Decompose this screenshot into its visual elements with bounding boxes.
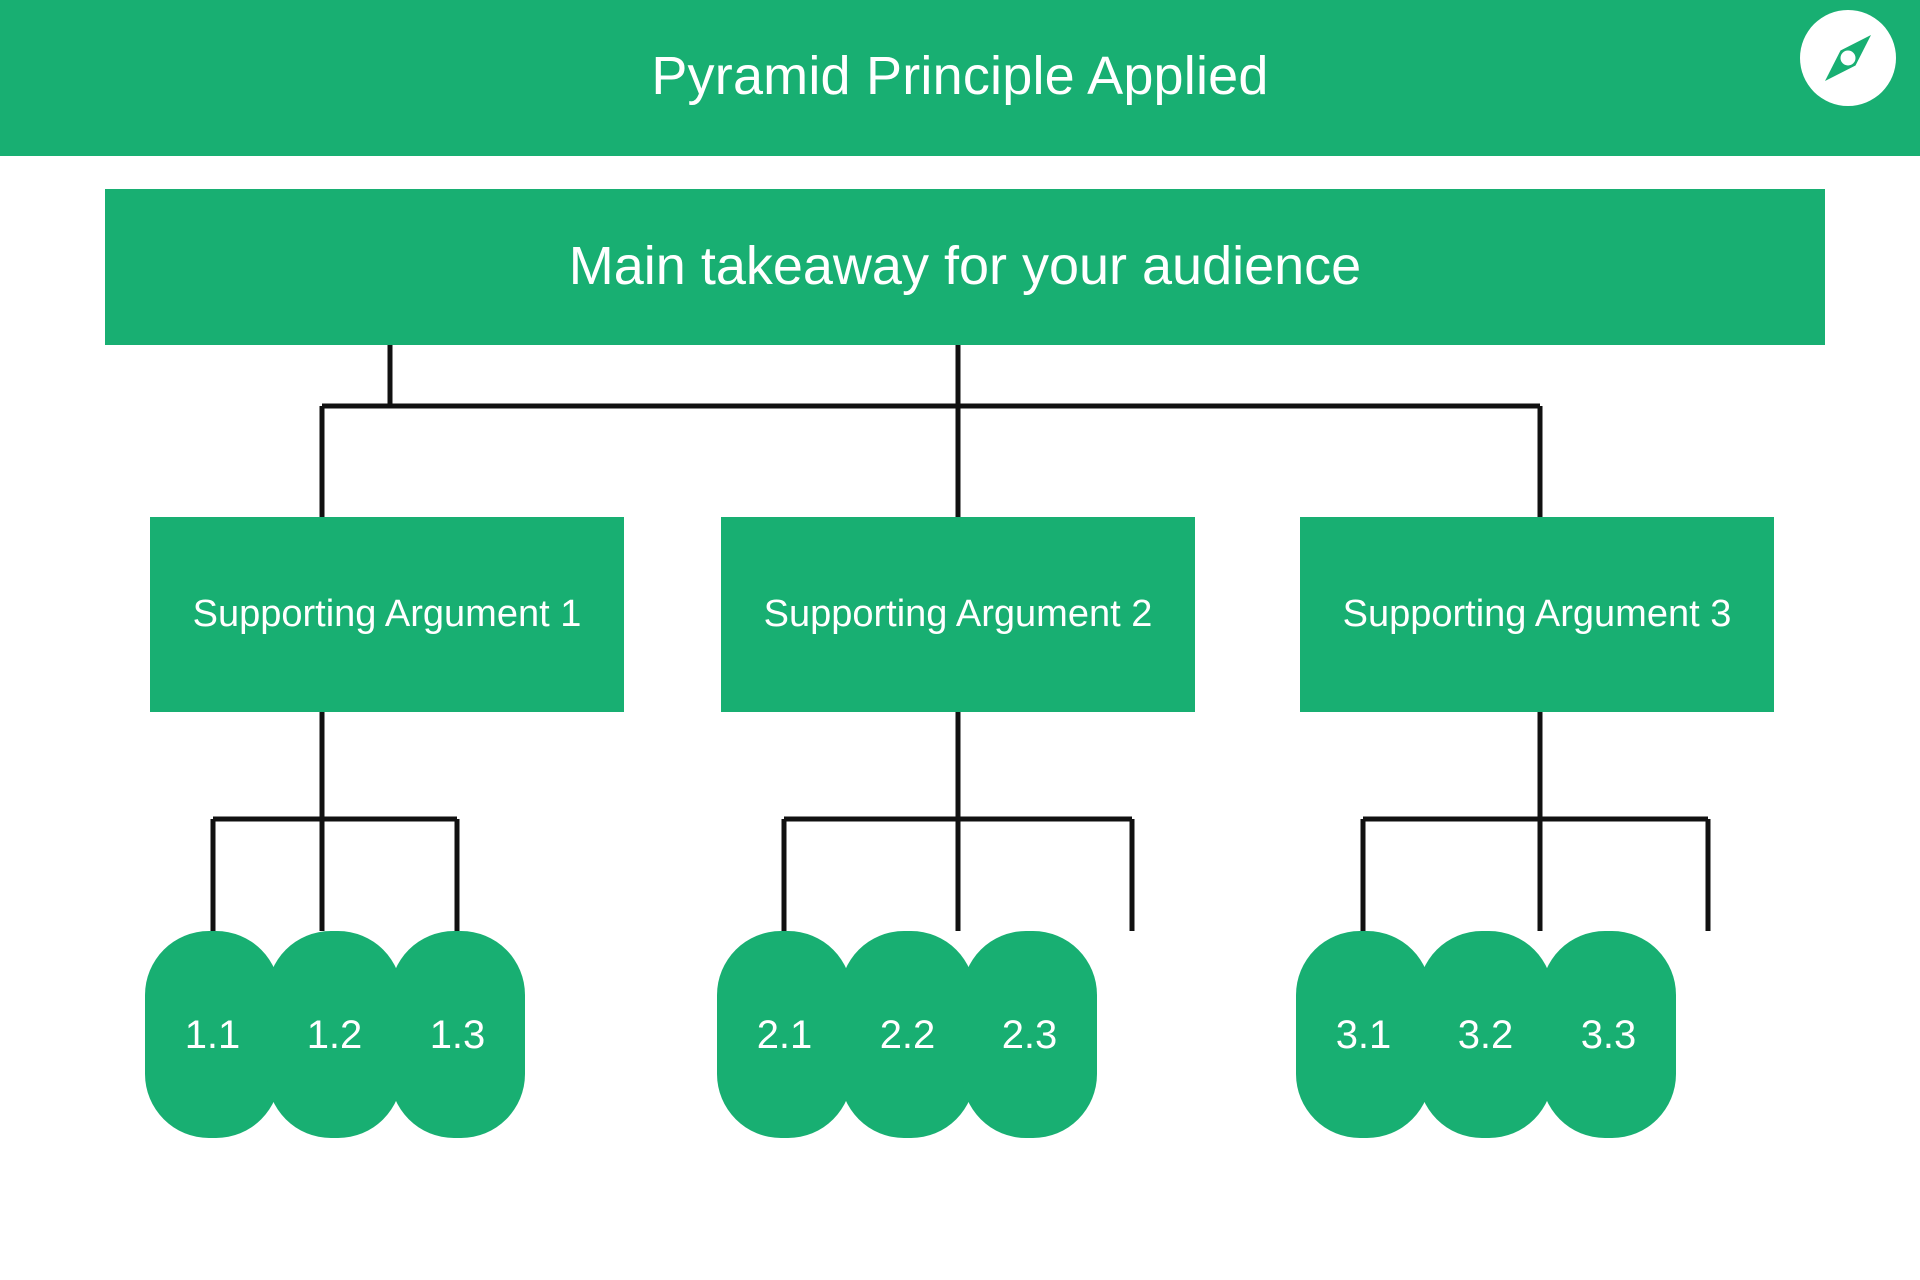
node-leaf-3-3[interactable]: 3.3	[1541, 931, 1676, 1138]
node-leaf-3-2[interactable]: 3.2	[1418, 931, 1553, 1138]
node-supporting-argument-1[interactable]: Supporting Argument 1	[150, 517, 624, 712]
node-leaf-1-2[interactable]: 1.2	[267, 931, 402, 1138]
node-leaf-2-2[interactable]: 2.2	[840, 931, 975, 1138]
node-leaf-2-3[interactable]: 2.3	[962, 931, 1097, 1138]
node-leaf-2-1[interactable]: 2.1	[717, 931, 852, 1138]
page-title: Pyramid Principle Applied	[651, 46, 1269, 106]
node-leaf-1-1[interactable]: 1.1	[145, 931, 280, 1138]
brand-logo	[1800, 10, 1896, 106]
node-leaf-3-1[interactable]: 3.1	[1296, 931, 1431, 1138]
node-main-takeaway[interactable]: Main takeaway for your audience	[105, 189, 1825, 345]
compass-icon	[1814, 24, 1882, 92]
node-supporting-argument-3[interactable]: Supporting Argument 3	[1300, 517, 1774, 712]
node-supporting-argument-2[interactable]: Supporting Argument 2	[721, 517, 1195, 712]
header-bar: Pyramid Principle Applied	[0, 0, 1920, 156]
node-leaf-1-3[interactable]: 1.3	[390, 931, 525, 1138]
